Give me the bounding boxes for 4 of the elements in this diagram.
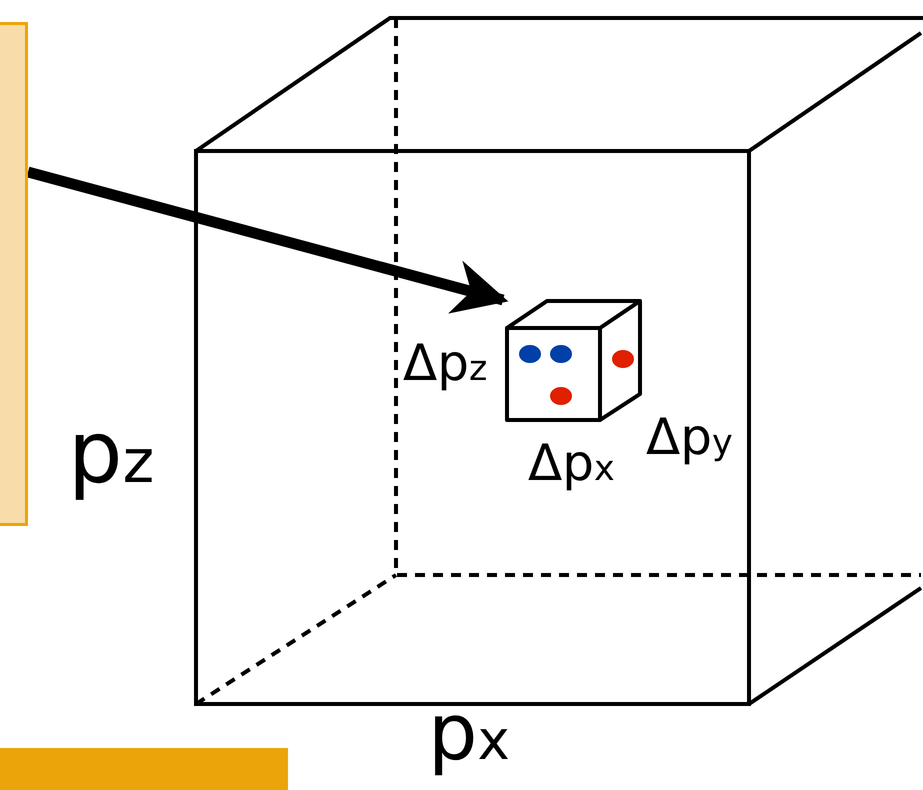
bar bbox=[0, 748, 288, 790]
panel-box bbox=[0, 22, 28, 526]
arrow bbox=[26, 166, 508, 314]
small-cube-drawing bbox=[503, 298, 645, 424]
